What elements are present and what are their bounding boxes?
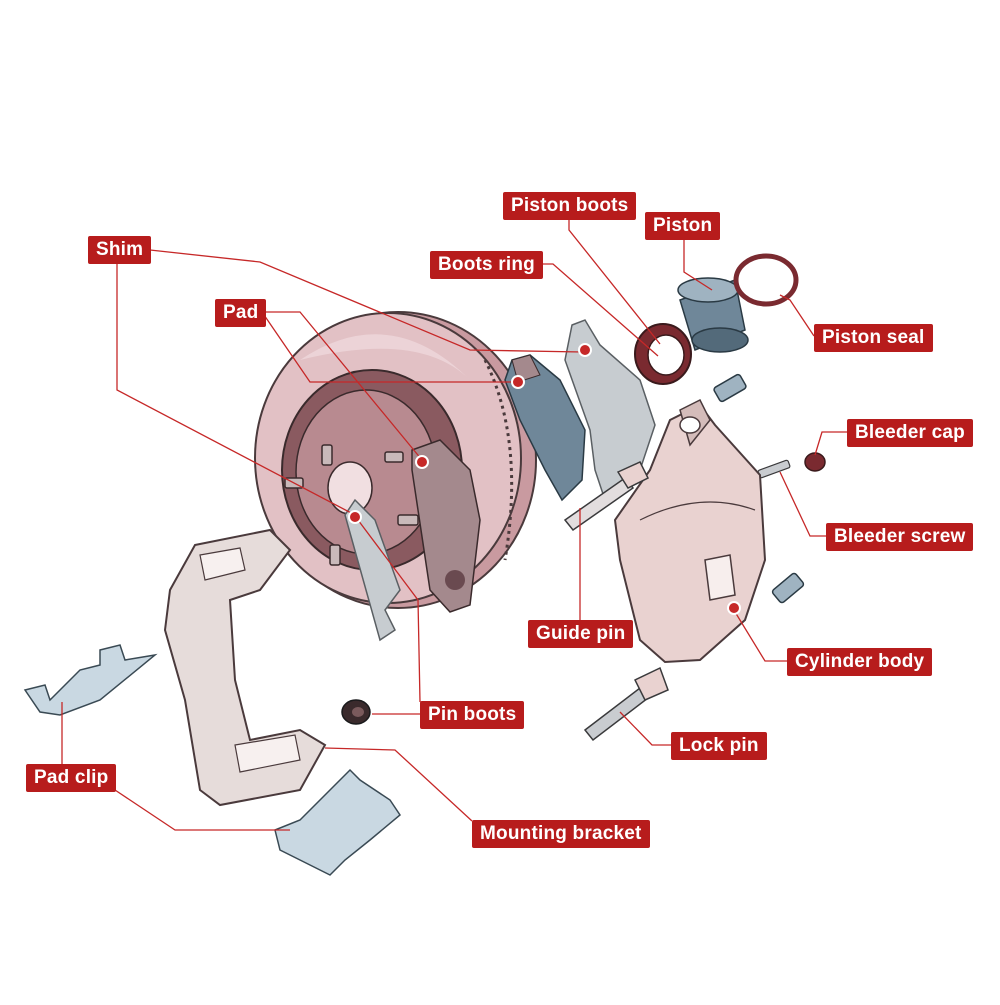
guide-pin bbox=[563, 461, 650, 532]
lock-pin bbox=[583, 666, 669, 742]
label-piston-boots: Piston boots bbox=[503, 192, 637, 220]
leader-mounting-bracket bbox=[324, 747, 473, 822]
mounting-bracket bbox=[163, 528, 327, 807]
bleeder-cap bbox=[804, 452, 826, 472]
leader-bleeder-screw bbox=[779, 471, 826, 537]
piston-seal bbox=[733, 253, 799, 307]
bleeder-screw bbox=[757, 459, 791, 479]
leader-pad-inner bbox=[262, 311, 423, 461]
point-markers bbox=[348, 343, 741, 615]
label-piston: Piston bbox=[645, 212, 721, 240]
label-boots-ring: Boots ring bbox=[430, 251, 543, 279]
leader-shim-inner bbox=[116, 262, 356, 516]
leader-piston-boots bbox=[568, 218, 661, 345]
marker-cylinder-body bbox=[727, 601, 741, 615]
caliper-bolt-upper bbox=[713, 373, 747, 403]
label-pin-boots: Pin boots bbox=[420, 701, 525, 729]
label-lock-pin: Lock pin bbox=[671, 732, 767, 760]
marker-shim-inner bbox=[348, 510, 362, 524]
piston bbox=[677, 277, 749, 353]
pad-clip-upper bbox=[23, 644, 158, 716]
boots-ring bbox=[634, 323, 692, 385]
leader-bleeder-cap bbox=[814, 431, 847, 456]
leader-pad-outer bbox=[261, 311, 516, 383]
label-piston-seal: Piston seal bbox=[814, 324, 933, 352]
label-mounting-bracket: Mounting bracket bbox=[472, 820, 650, 848]
label-bleeder-screw: Bleeder screw bbox=[826, 523, 974, 551]
inner-pad bbox=[411, 439, 481, 613]
leader-piston-seal bbox=[779, 294, 815, 337]
marker-shim-outer bbox=[578, 343, 592, 357]
caliper-bolt-lower bbox=[771, 572, 805, 604]
label-pad: Pad bbox=[215, 299, 267, 327]
label-shim: Shim bbox=[88, 236, 152, 264]
marker-pad-outer bbox=[511, 375, 525, 389]
outer-pad bbox=[504, 354, 586, 502]
inner-shim bbox=[344, 498, 401, 642]
marker-pad-inner bbox=[415, 455, 429, 469]
label-pad-clip: Pad clip bbox=[26, 764, 117, 792]
leader-lock-pin bbox=[619, 711, 671, 746]
leader-piston bbox=[683, 240, 713, 291]
brake-rotor bbox=[254, 311, 537, 609]
leader-shim-outer bbox=[149, 249, 583, 353]
cylinder-body bbox=[613, 398, 767, 664]
label-guide-pin: Guide pin bbox=[528, 620, 634, 648]
pin-boots bbox=[341, 699, 371, 725]
leader-cylinder-body bbox=[731, 606, 787, 662]
leader-pin-boots-shim bbox=[351, 511, 421, 703]
pad-clip-lower bbox=[274, 768, 401, 876]
label-bleeder-cap: Bleeder cap bbox=[847, 419, 973, 447]
leader-pad-clip-lower bbox=[114, 789, 290, 831]
label-cylinder-body: Cylinder body bbox=[787, 648, 933, 676]
